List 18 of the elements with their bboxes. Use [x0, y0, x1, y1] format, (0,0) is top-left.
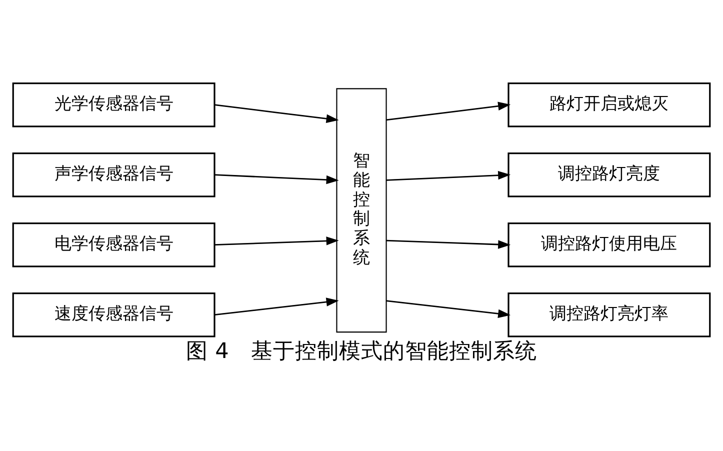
arrow — [386, 300, 511, 318]
node-box: 智能控制系统 — [336, 88, 387, 332]
node-box: 速度传感器信号 — [12, 292, 216, 337]
node-box: 光学传感器信号 — [12, 82, 216, 127]
arrow — [214, 174, 339, 184]
node-box: 路灯开启或熄灭 — [508, 82, 711, 127]
node-box: 调控路灯亮灯率 — [508, 292, 711, 337]
node-box: 调控路灯亮度 — [508, 152, 711, 197]
node-box: 调控路灯使用电压 — [508, 222, 711, 267]
arrow — [386, 239, 511, 248]
arrow — [214, 104, 339, 122]
caption: 图 4 基于控制模式的智能控制系统 — [186, 338, 537, 364]
node-box: 电学传感器信号 — [12, 222, 216, 267]
arrow — [386, 170, 511, 180]
node-box: 声学传感器信号 — [12, 152, 216, 197]
arrow — [386, 101, 511, 120]
arrow — [214, 236, 339, 246]
arrow — [214, 297, 339, 316]
